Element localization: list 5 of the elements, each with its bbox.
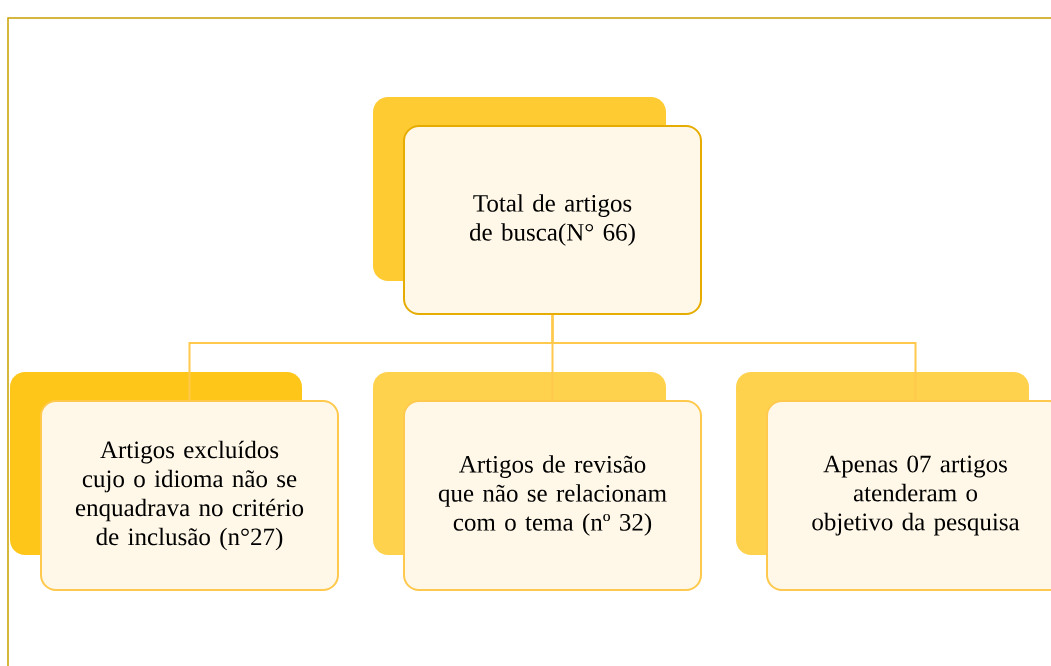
process-box: Artigos excluídos cujo o idioma não se enquadrava no critério de inclusão (n°27)	[40, 400, 339, 591]
process-box: Total de artigos de busca(N° 66)	[403, 125, 702, 315]
process-box: Apenas 07 artigos atenderam o objetivo da pesquisa	[766, 400, 1051, 591]
process-box: Artigos de revisão que não se relacionam com o tema (nº 32)	[403, 400, 702, 591]
connector-line	[551, 314, 917, 401]
